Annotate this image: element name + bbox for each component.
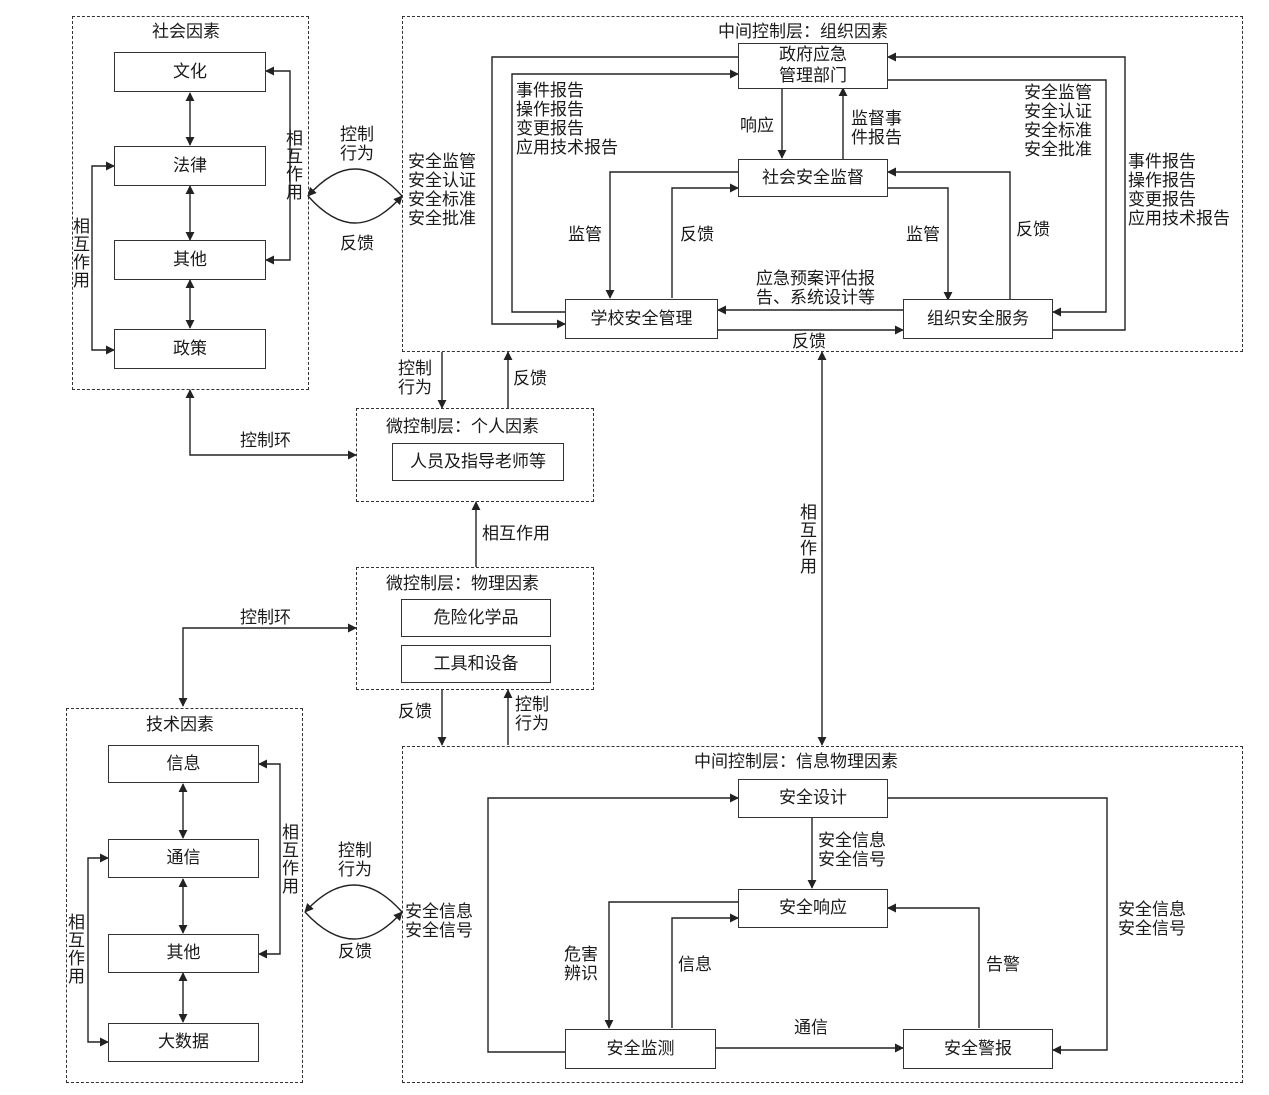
group-tech: [66, 708, 303, 1083]
label-feedback-social-org: 反馈: [340, 234, 374, 254]
node-hazardous-chemicals: 危险化学品: [401, 599, 551, 637]
arrow-gov-to-school-outer: [491, 56, 738, 329]
label-hazard-identification: 危害 辨识: [564, 945, 598, 984]
label-safety-info-signal-right: 安全信息 安全信号: [1118, 900, 1186, 939]
label-social-interaction-left: 相 互 作 用: [73, 217, 90, 291]
label-social-interaction-right: 相 互 作 用: [286, 129, 303, 203]
label-control-loop-bottom: 控制环: [240, 608, 291, 628]
social-interaction-right: [265, 66, 291, 265]
arrow-supervision-to-school: [605, 171, 738, 299]
group-individual: [356, 408, 594, 502]
group-tech-title: 技术因素: [146, 715, 214, 735]
node-safety-response: 安全响应: [738, 889, 888, 928]
node-social-other: 其他: [114, 240, 266, 280]
node-org-service: 组织安全服务: [903, 299, 1053, 339]
node-tech-other: 其他: [108, 934, 259, 973]
tech-interaction-left: [87, 853, 109, 1047]
label-feedback-right: 反馈: [1016, 220, 1050, 240]
group-org: [402, 16, 1243, 352]
label-communication-flow: 通信: [794, 1018, 828, 1038]
label-feedback-individual: 反馈: [513, 369, 547, 389]
label-supervise-left: 监管: [568, 225, 602, 245]
group-cyber: [402, 746, 1243, 1083]
group-cyber-title: 中间控制层：信息物理因素: [694, 752, 898, 772]
label-feedback-left: 反馈: [680, 225, 714, 245]
label-alert: 告警: [986, 955, 1020, 975]
control-loop-tech-physical: [178, 623, 357, 707]
label-control-behavior-individual: 控制 行为: [398, 359, 432, 398]
lens-tech-cyber-bottom: [304, 911, 403, 940]
label-emergency-plan: 应急预案评估报 告、系统设计等: [756, 269, 875, 308]
node-social-supervision: 社会安全监督: [738, 159, 888, 197]
node-safety-alarm: 安全警报: [903, 1029, 1053, 1069]
node-personnel: 人员及指导老师等: [392, 443, 564, 481]
node-big-data: 大数据: [108, 1023, 259, 1062]
node-safety-monitoring: 安全监测: [565, 1029, 716, 1069]
label-report-list-left: 事件报告 操作报告 变更报告 应用技术报告: [516, 81, 618, 158]
label-feedback-bottom: 反馈: [792, 332, 826, 352]
label-safety-info-signal-left: 安全信息 安全信号: [405, 902, 473, 941]
label-supervision-event-report: 监督事 件报告: [851, 109, 902, 148]
control-loop-social-individual: [185, 389, 357, 460]
label-interaction-physical-individual: 相互作用: [482, 524, 550, 544]
node-school-management: 学校安全管理: [565, 299, 718, 339]
arrow-school-to-supervision: [671, 183, 739, 298]
label-interaction-org-cyber: 相 互 作 用: [800, 503, 817, 577]
label-information-flow: 信息: [678, 955, 712, 975]
node-communication: 通信: [108, 839, 259, 878]
group-physical: [356, 567, 594, 690]
label-tech-interaction-left: 相 互 作 用: [68, 913, 85, 987]
label-tech-interaction-right: 相 互 作 用: [282, 823, 299, 897]
group-individual-title: 微控制层：个人因素: [386, 417, 539, 437]
label-regulation-list-right: 安全监管 安全认证 安全标准 安全批准: [1024, 83, 1092, 160]
lens-tech-cyber-top: [304, 884, 403, 913]
node-safety-design: 安全设计: [738, 779, 888, 818]
social-interaction-left: [91, 161, 115, 355]
label-control-behavior-tech: 控制 行为: [338, 841, 372, 880]
arrow-monitor-to-response: [671, 913, 739, 1028]
label-control-behavior-top: 控制 行为: [340, 125, 374, 164]
lens-social-org-bottom: [307, 195, 403, 224]
node-law: 法律: [114, 146, 266, 186]
arrow-service-to-supervision: [887, 167, 1011, 300]
label-feedback-tech: 反馈: [338, 942, 372, 962]
group-physical-title: 微控制层：物理因素: [386, 574, 539, 594]
label-response: 响应: [740, 116, 774, 136]
node-tools-equipment: 工具和设备: [401, 645, 551, 683]
group-social: [72, 16, 309, 390]
label-regulation-list-left: 安全监管 安全认证 安全标准 安全批准: [408, 152, 476, 229]
arrow-alarm-to-response: [887, 903, 980, 1028]
arrow-service-to-gov-outer: [887, 52, 1126, 331]
label-feedback-physical: 反馈: [398, 702, 432, 722]
node-information: 信息: [108, 745, 259, 783]
tech-interaction-right: [258, 759, 281, 959]
label-supervise-right: 监管: [906, 225, 940, 245]
arrow-gov-to-service-outer: [888, 79, 1107, 317]
arrow-school-to-gov-inner: [511, 69, 739, 313]
label-control-behavior-physical: 控制 行为: [515, 695, 549, 734]
arrow-monitor-to-design: [487, 793, 739, 1053]
group-org-title: 中间控制层：组织因素: [718, 22, 888, 42]
node-policy: 政策: [114, 329, 266, 369]
arrow-response-to-monitor: [604, 901, 738, 1029]
label-control-loop-top: 控制环: [240, 431, 291, 451]
group-social-title: 社会因素: [152, 22, 220, 42]
label-report-list-right: 事件报告 操作报告 变更报告 应用技术报告: [1128, 152, 1230, 229]
label-safety-info-signal-center: 安全信息 安全信号: [818, 831, 886, 870]
lens-social-org-top: [307, 168, 403, 197]
node-culture: 文化: [114, 52, 266, 92]
arrow-design-to-alarm: [888, 797, 1108, 1055]
node-gov-emergency: 政府应急 管理部门: [738, 43, 888, 89]
arrow-supervision-to-service: [888, 187, 953, 301]
